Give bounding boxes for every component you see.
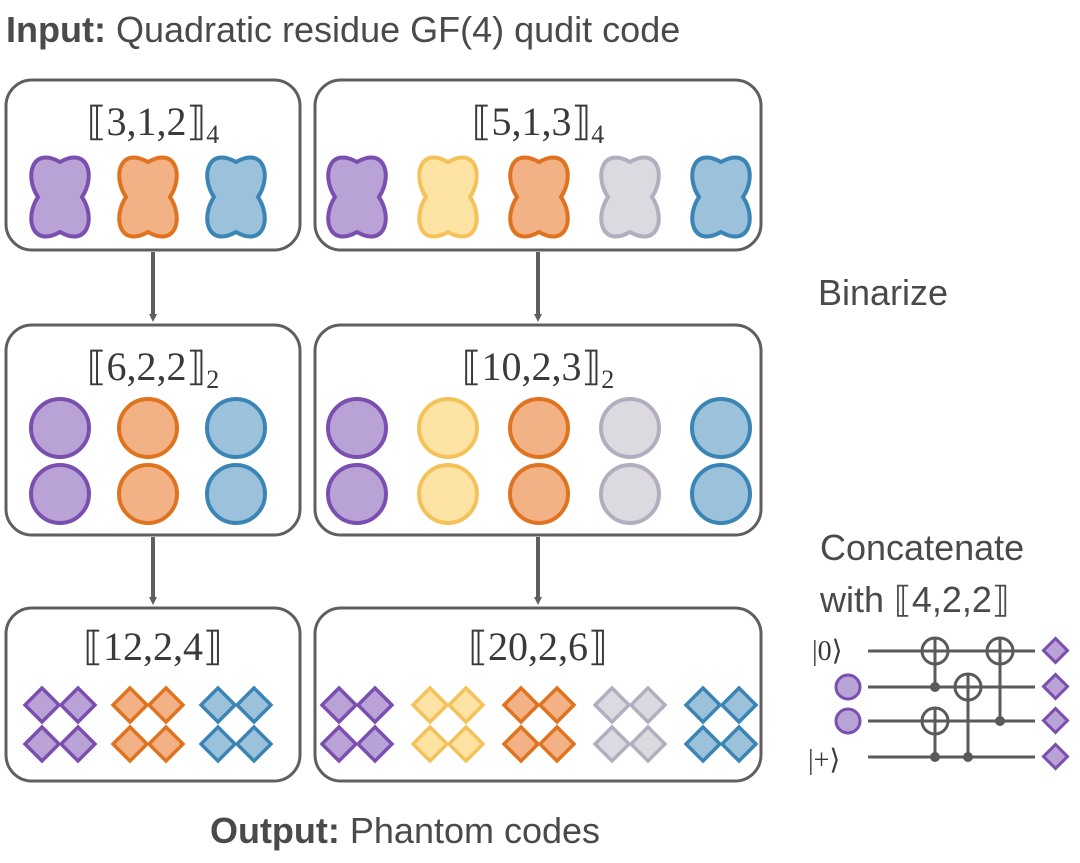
qudit-right-purple [326, 155, 388, 239]
qubit-right-yellow-2 [417, 463, 479, 525]
output-qubit-1 [1041, 636, 1070, 665]
phantom-qubit-right-purple-1 [319, 685, 359, 725]
cnot-3-target [953, 672, 983, 702]
cnot-4-control [995, 716, 1005, 726]
phantom-qubit-right-yellow-1 [410, 685, 450, 725]
phantom-qubit-right-orange-1 [501, 685, 541, 725]
phantom-qubit-right-purple-4 [355, 724, 395, 764]
phantom-qubit-left-blue-1 [198, 685, 238, 725]
phantom-qubit-left-orange-2 [146, 685, 186, 725]
cnot-3-control [963, 752, 973, 762]
qubit-right-purple-2 [326, 463, 388, 525]
binarize-label: Binarize [818, 272, 948, 313]
phantom-qubit-left-purple-1 [22, 685, 62, 725]
qudit-right-blue [690, 155, 752, 239]
phantom-qubit-right-purple-3 [319, 724, 359, 764]
code-label-left-row2: ⟦6,2,2⟧2 [87, 344, 220, 394]
qubit-right-orange-2 [508, 463, 570, 525]
phantom-qubit-right-orange-2 [537, 685, 577, 725]
code-label-left-row3: ⟦12,2,4⟧ [83, 624, 223, 669]
concatenate-with-label: with ⟦4,2,2⟧ [819, 579, 1010, 620]
qubit-right-blue-1 [690, 397, 752, 459]
phantom-qubit-right-purple-2 [355, 685, 395, 725]
qubit-left-blue-1 [205, 397, 267, 459]
phantom-qubit-right-gray-2 [628, 685, 668, 725]
output-qubit-3 [1041, 706, 1070, 735]
phantom-qubit-left-purple-2 [58, 685, 98, 725]
encoding-circuit: |0⟩ |+⟩ [808, 636, 1070, 776]
phantom-qubit-right-blue-3 [683, 724, 723, 764]
qubit-right-gray-2 [599, 463, 661, 525]
footer-rest: Phantom codes [340, 810, 600, 851]
concatenate-label: Concatenate [820, 527, 1024, 568]
qubit-left-purple-1 [29, 397, 91, 459]
footer-bold: Output: [210, 810, 340, 851]
phantom-qubit-left-blue-3 [198, 724, 238, 764]
phantom-qubit-right-yellow-2 [446, 685, 486, 725]
header-bold: Input: [6, 9, 106, 50]
qubit-right-orange-1 [508, 397, 570, 459]
cnot-1-target [920, 636, 950, 666]
qudit-left-orange [117, 155, 179, 239]
phantom-qubit-left-blue-2 [234, 685, 274, 725]
phantom-qubit-left-orange-4 [146, 724, 186, 764]
phantom-qubit-right-orange-3 [501, 724, 541, 764]
phantom-qubit-left-purple-4 [58, 724, 98, 764]
input-qudit-2 [834, 707, 862, 735]
phantom-qubit-right-blue-1 [683, 685, 723, 725]
ket-plus-label: |+⟩ [808, 745, 840, 776]
cnot-2-control [930, 752, 940, 762]
phantom-qubit-left-orange-1 [110, 685, 150, 725]
phantom-qubit-left-blue-4 [234, 724, 274, 764]
phantom-qubit-left-purple-3 [22, 724, 62, 764]
phantom-qubit-right-yellow-4 [446, 724, 486, 764]
cnot-1-control [930, 682, 940, 692]
phantom-qubit-right-orange-4 [537, 724, 577, 764]
output-qubit-4 [1041, 742, 1070, 771]
qubit-left-purple-2 [29, 463, 91, 525]
cnot-2-target [920, 706, 950, 736]
header-rest: Quadratic residue GF(4) qudit code [106, 9, 680, 50]
qudit-right-orange [508, 155, 570, 239]
qudit-left-purple [29, 155, 91, 239]
code-label-left-row1: ⟦3,1,2⟧4 [87, 99, 220, 149]
code-label-right-row1: ⟦5,1,3⟧4 [472, 99, 605, 149]
code-label-right-row3: ⟦20,2,6⟧ [468, 624, 608, 669]
qubit-right-purple-1 [326, 397, 388, 459]
qudit-right-yellow [417, 155, 479, 239]
qudit-left-blue [205, 155, 267, 239]
ket-zero-label: |0⟩ [812, 636, 843, 667]
code-label-right-row2: ⟦10,2,3⟧2 [462, 344, 615, 394]
qubit-left-orange-1 [117, 397, 179, 459]
cnot-4-target [985, 636, 1015, 666]
qudit-glyphs [22, 155, 759, 764]
qubit-right-gray-1 [599, 397, 661, 459]
qubit-left-orange-2 [117, 463, 179, 525]
output-qubit-2 [1041, 672, 1070, 701]
qubit-right-yellow-1 [417, 397, 479, 459]
phantom-qubit-right-blue-4 [719, 724, 759, 764]
phantom-qubit-right-blue-2 [719, 685, 759, 725]
input-qudit-1 [834, 673, 862, 701]
footer-title: Output: Phantom codes [210, 810, 600, 851]
phantom-qubit-right-yellow-3 [410, 724, 450, 764]
phantom-qubit-left-orange-3 [110, 724, 150, 764]
phantom-qubit-right-gray-1 [592, 685, 632, 725]
qubit-left-blue-2 [205, 463, 267, 525]
header-title: Input: Quadratic residue GF(4) qudit cod… [6, 9, 680, 50]
qudit-right-gray [599, 155, 661, 239]
phantom-qubit-right-gray-4 [628, 724, 668, 764]
phantom-qubit-right-gray-3 [592, 724, 632, 764]
qubit-right-blue-2 [690, 463, 752, 525]
